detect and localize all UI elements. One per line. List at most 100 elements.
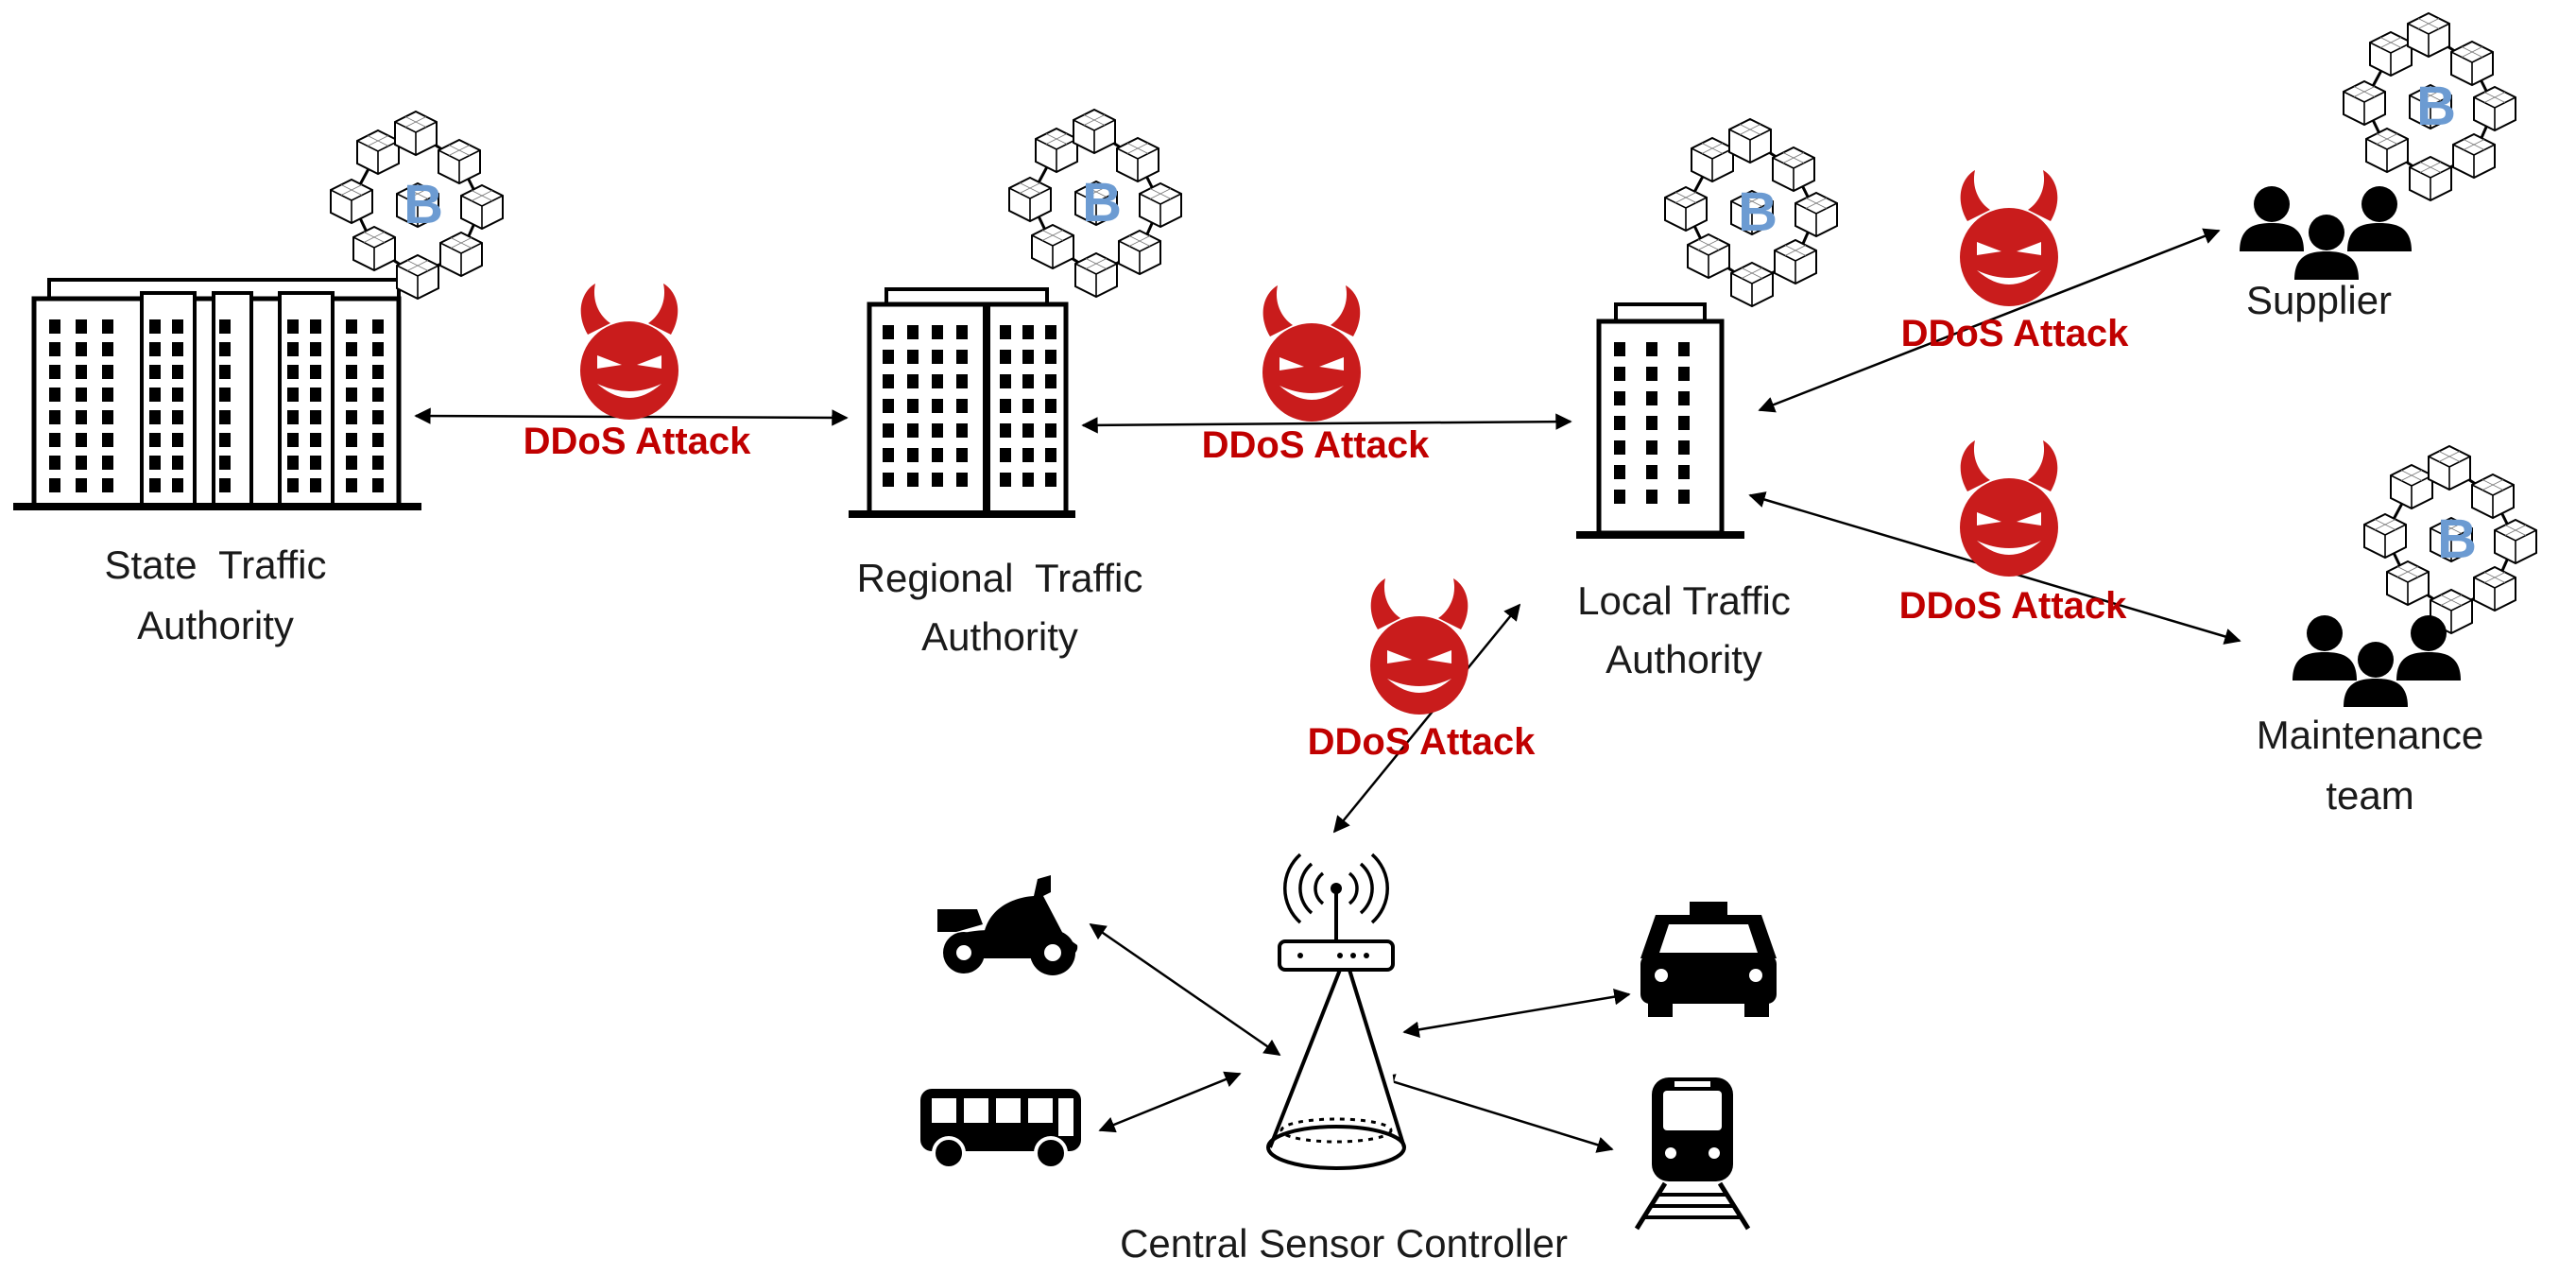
building-window — [102, 365, 113, 379]
building-window — [346, 410, 357, 424]
building-window — [883, 423, 894, 438]
building-window — [219, 478, 231, 492]
building-window — [310, 319, 321, 334]
svg-text:B: B — [2416, 76, 2456, 137]
building-window — [372, 478, 384, 492]
building-window — [1045, 399, 1056, 413]
state-building-icon — [13, 278, 421, 510]
building-window — [287, 388, 299, 402]
building-window — [956, 350, 968, 364]
building-window — [346, 388, 357, 402]
building-window — [310, 365, 321, 379]
building-window — [76, 456, 87, 470]
building-window — [932, 448, 943, 462]
taxi-icon — [1640, 902, 1777, 1017]
building-window — [1045, 350, 1056, 364]
building-window — [1678, 367, 1690, 381]
maintenance-label-line2: team — [2326, 773, 2413, 818]
state-traffic-authority: B State Traffic Authority — [13, 112, 503, 647]
ddos-attack-label: DDoS Attack — [1308, 721, 1537, 763]
building-window — [956, 473, 968, 487]
building-window — [310, 388, 321, 402]
building-window — [172, 388, 183, 402]
ddos-attack-label: DDoS Attack — [1901, 313, 2130, 354]
ddos-attack-label: DDoS Attack — [1899, 585, 2128, 627]
ddos-attack-state-regional: DDoS Attack — [524, 284, 751, 462]
local-traffic-authority: B Local Traffic Authority — [1576, 119, 1837, 681]
local-blockchain-icon: B — [1665, 119, 1837, 306]
building-window — [219, 388, 231, 402]
supplier-blockchain-icon: B — [2344, 13, 2516, 200]
building-window — [1614, 367, 1625, 381]
building-window — [346, 365, 357, 379]
link-local-supplier — [1758, 228, 2221, 413]
supplier-label: Supplier — [2246, 278, 2392, 322]
link-controller-train — [1378, 1074, 1614, 1153]
link-controller-bus — [1098, 1071, 1242, 1133]
building-window — [219, 433, 231, 447]
building-window — [172, 342, 183, 356]
building-window — [883, 325, 894, 339]
building-window — [1022, 350, 1034, 364]
building-window — [49, 456, 60, 470]
state-blockchain-icon: B — [331, 112, 503, 299]
building-window — [310, 433, 321, 447]
building-window — [1614, 342, 1625, 356]
building-window — [1678, 391, 1690, 405]
building-window — [287, 365, 299, 379]
building-window — [149, 319, 161, 334]
building-window — [883, 473, 894, 487]
building-window — [372, 365, 384, 379]
building-window — [1000, 374, 1011, 388]
building-window — [372, 319, 384, 334]
building-window — [346, 478, 357, 492]
link-regional-local — [1081, 413, 1572, 434]
building-window — [49, 319, 60, 334]
building-window — [907, 325, 919, 339]
building-window — [932, 325, 943, 339]
building-window — [76, 319, 87, 334]
building-window — [1045, 448, 1056, 462]
building-window — [372, 410, 384, 424]
building-window — [1678, 465, 1690, 479]
svg-text:B: B — [1082, 172, 1122, 233]
local-label-line1: Local Traffic — [1577, 578, 1791, 623]
building-window — [310, 478, 321, 492]
building-window — [1614, 391, 1625, 405]
building-window — [346, 456, 357, 470]
building-window — [49, 388, 60, 402]
building-window — [1022, 325, 1034, 339]
building-window — [76, 410, 87, 424]
building-window — [287, 478, 299, 492]
building-window — [1022, 423, 1034, 438]
regional-building-icon — [849, 287, 1075, 518]
devil-icon — [580, 284, 678, 420]
ddos-attack-local-maintenance: DDoS Attack — [1899, 440, 2128, 627]
building-window — [149, 478, 161, 492]
building-window — [1646, 490, 1657, 504]
building-window — [372, 433, 384, 447]
maintenance-team: B Maintenance team — [2257, 446, 2536, 818]
building-window — [907, 399, 919, 413]
building-window — [287, 433, 299, 447]
building-window — [102, 388, 113, 402]
devil-icon — [1370, 578, 1468, 715]
building-window — [310, 410, 321, 424]
building-window — [907, 350, 919, 364]
building-window — [219, 319, 231, 334]
building-window — [1646, 440, 1657, 455]
building-window — [102, 456, 113, 470]
building-window — [172, 456, 183, 470]
building-window — [1678, 416, 1690, 430]
building-window — [932, 423, 943, 438]
building-window — [1678, 440, 1690, 455]
building-window — [102, 319, 113, 334]
building-window — [1646, 342, 1657, 356]
building-window — [1022, 374, 1034, 388]
building-window — [49, 433, 60, 447]
building-window — [956, 448, 968, 462]
ddos-attack-local-controller: DDoS Attack — [1308, 578, 1537, 763]
svg-text:B: B — [2437, 508, 2477, 570]
building-window — [346, 319, 357, 334]
